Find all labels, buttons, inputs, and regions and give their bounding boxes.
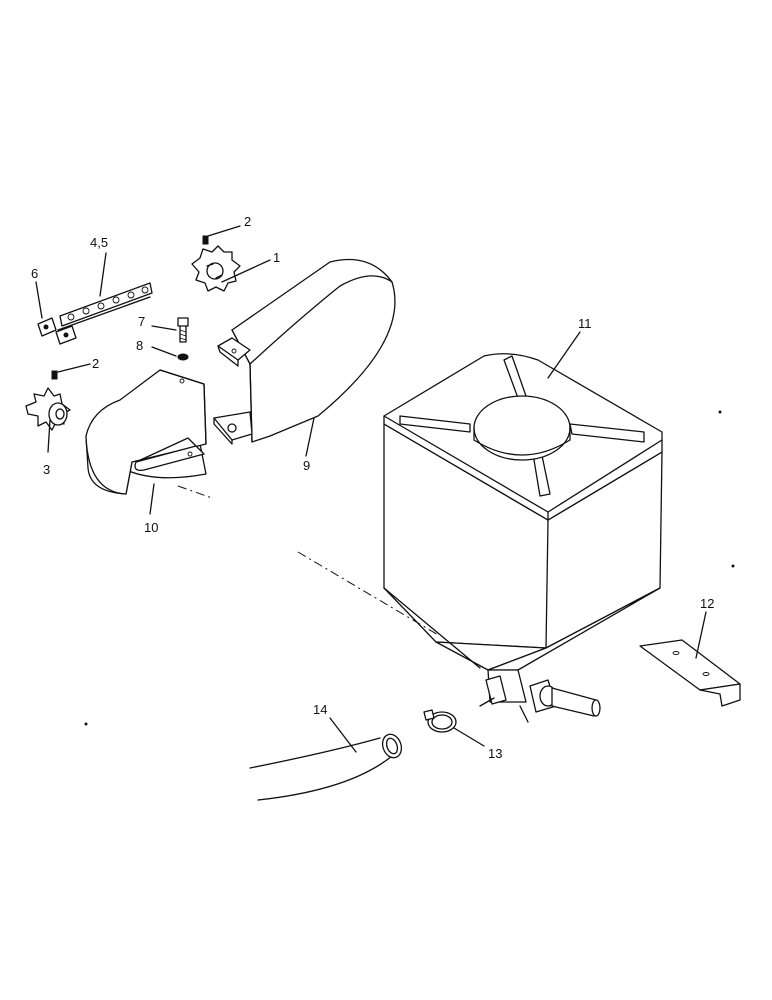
- callout-3: 3: [43, 462, 50, 477]
- sprocket-large-part: [191, 245, 241, 292]
- connecting-link-part: [37, 317, 77, 345]
- callout-2-lower: 2: [92, 356, 99, 371]
- callout-6: 6: [31, 266, 38, 281]
- callout-1: 1: [273, 250, 280, 265]
- centerlines: [177, 485, 441, 637]
- callout-11: 11: [578, 316, 592, 331]
- callout-8: 8: [136, 338, 143, 353]
- hose-clamp-part: [423, 709, 457, 733]
- chain-guard-large-part: [213, 258, 396, 445]
- mounting-bracket-part: [639, 639, 741, 707]
- leader-lines: [35, 225, 707, 753]
- set-screw-upper-part: [202, 235, 209, 245]
- chain-guard-small-part: [85, 369, 207, 495]
- callout-10: 10: [144, 520, 158, 535]
- callout-4-5: 4,5: [90, 235, 108, 250]
- callout-7: 7: [138, 314, 145, 329]
- specks: [84, 410, 735, 726]
- callout-14: 14: [313, 702, 327, 717]
- hose-part: [249, 733, 403, 801]
- callout-2-upper: 2: [244, 214, 251, 229]
- set-screw-lower-part: [51, 370, 58, 380]
- sprocket-small-part: [25, 387, 71, 431]
- washer-part: [177, 353, 189, 361]
- callout-13: 13: [488, 746, 502, 761]
- bolt-part: [177, 317, 189, 343]
- roller-chain-part: [57, 282, 153, 331]
- callout-labels: 1 2 2 3 4,5 6 7 8 9 10 11 12 13 14: [31, 214, 714, 761]
- callout-9: 9: [303, 458, 310, 473]
- hopper-part: [383, 353, 663, 723]
- callout-12: 12: [700, 596, 714, 611]
